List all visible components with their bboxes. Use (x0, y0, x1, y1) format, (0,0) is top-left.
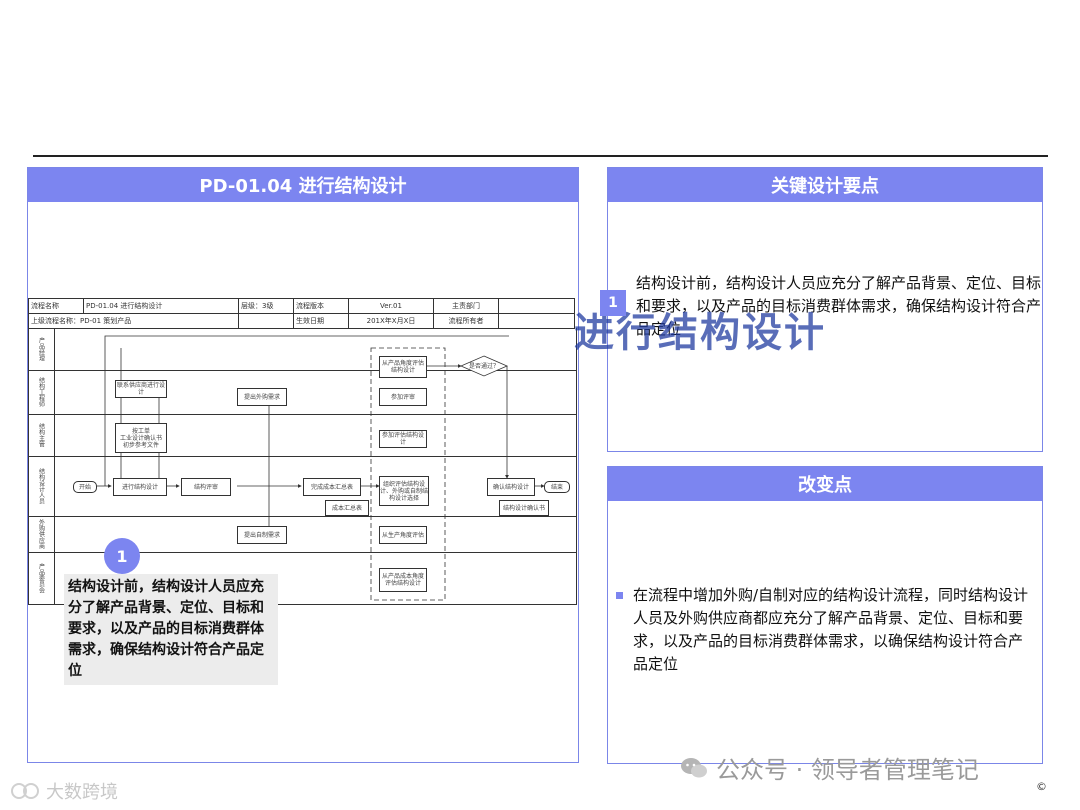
change-points-title: 改变点 (608, 467, 1042, 501)
watermark-left-text: 大数跨境 (46, 782, 118, 803)
flow-step: 组织评估结构设计、外购或自制结构设计选择 (379, 476, 429, 506)
flow-connectors: 是否通过？ (97, 335, 545, 601)
flow-document: 成本汇总表 (325, 500, 369, 516)
effective-date-value: 201X年X月X日 (348, 313, 434, 329)
blank-cell (238, 313, 294, 329)
process-owner-label: 流程所有者 (433, 313, 499, 329)
lane-label: 结构设计人员 (37, 468, 45, 504)
brand-watermark: 大数跨境 (10, 778, 118, 804)
flow-step: 从产品角度评估结构设计 (379, 356, 427, 378)
lane-divider (29, 370, 576, 371)
parent-process: 上级流程名称：PD-01 策划产品 (28, 313, 239, 329)
overlay-big-title: 进行结构设计 (574, 310, 826, 356)
decision-label: 是否通过？ (469, 362, 499, 370)
lane-divider (29, 456, 576, 457)
process-name-value: PD-01.04 进行结构设计 (83, 298, 239, 314)
brand-logo-icon (11, 783, 39, 799)
flow-step: 参加评审 (379, 388, 427, 406)
wechat-watermark: 公众号 · 领导者管理笔记 (680, 750, 979, 785)
flow-step: 提出外购需求 (237, 388, 287, 406)
change-point-item: 在流程中增加外购/自制对应的结构设计流程，同时结构设计人员及外购供应商都应充分了… (616, 584, 1036, 676)
flow-step: 从生产角度评估 (379, 526, 427, 544)
flow-document: 按工单 工业设计确认书 初步参考文件 (115, 423, 167, 453)
key-design-points-title: 关键设计要点 (608, 168, 1042, 202)
lane-label: 外购供应商 (37, 519, 45, 549)
lane-label: 产品经理 (37, 337, 45, 361)
lane-divider (29, 552, 576, 553)
wechat-icon (681, 757, 707, 777)
start-node: 开始 (73, 481, 97, 493)
lane-divider (29, 414, 576, 415)
process-owner-value (498, 313, 575, 329)
lane-label: 产品委员会 (37, 563, 45, 593)
step-marker-badge: 1 (104, 538, 140, 574)
flow-step: 提出自制需求 (237, 526, 287, 544)
flow-document: 结构设计确认书 (499, 500, 549, 516)
lane-divider (29, 516, 576, 517)
copyright-mark: © (1036, 780, 1047, 793)
overlay-marker-badge: 1 (600, 290, 626, 316)
decision-diamond (459, 355, 509, 377)
owner-dept-value (498, 298, 575, 314)
change-point-text: 在流程中增加外购/自制对应的结构设计流程，同时结构设计人员及外购供应商都应充分了… (633, 586, 1029, 673)
lane-label: 结构主管 (37, 423, 45, 447)
change-points-panel: 改变点 在流程中增加外购/自制对应的结构设计流程，同时结构设计人员及外购供应商都… (607, 466, 1043, 764)
flow-step: 参加评估结构设计 (379, 430, 427, 448)
bullet-square-icon (616, 592, 623, 599)
owner-dept-label: 主责部门 (433, 298, 499, 314)
lane-label: 结构工程师 (37, 377, 45, 407)
key-design-points-text: 结构设计前，结构设计人员应充分了解产品背景、定位、目标和要求，以及产品的目标消费… (636, 274, 1042, 338)
process-version-label: 流程版本 (293, 298, 349, 314)
process-info-table: 流程名称 PD-01.04 进行结构设计 层级：3级 流程版本 Ver.01 主… (28, 298, 575, 329)
process-flow-panel: PD-01.04 进行结构设计 流程名称 PD-01.04 进行结构设计 层级：… (27, 167, 579, 763)
process-level: 层级：3级 (238, 298, 294, 314)
flow-step: 进行结构设计 (113, 478, 167, 496)
flow-step: 联系供应商进行设计 (115, 380, 167, 398)
flow-step: 结构评审 (181, 478, 231, 496)
flow-step: 确认结构设计 (487, 478, 535, 496)
key-point-note: 结构设计前，结构设计人员应充分了解产品背景、定位、目标和要求，以及产品的目标消费… (64, 574, 278, 685)
key-design-points-panel: 关键设计要点 结构设计前，结构设计人员应充分了解产品背景、定位、目标和要求，以及… (607, 167, 1043, 452)
flow-step: 完成成本汇总表 (303, 478, 361, 496)
watermark-right-text: 公众号 · 领导者管理笔记 (716, 756, 979, 784)
swimlane-diagram: 产品经理 结构工程师 结构主管 结构设计人员 外购供应商 产品委员会 (28, 328, 577, 605)
effective-date-label: 生效日期 (293, 313, 349, 329)
end-node: 结束 (544, 481, 570, 493)
process-version-value: Ver.01 (348, 298, 434, 314)
lane-label-divider (54, 328, 55, 604)
process-flow-title: PD-01.04 进行结构设计 (28, 168, 578, 202)
flow-step: 从产品成本角度评估结构设计 (379, 568, 427, 592)
process-name-label: 流程名称 (28, 298, 84, 314)
top-divider (33, 155, 1048, 157)
